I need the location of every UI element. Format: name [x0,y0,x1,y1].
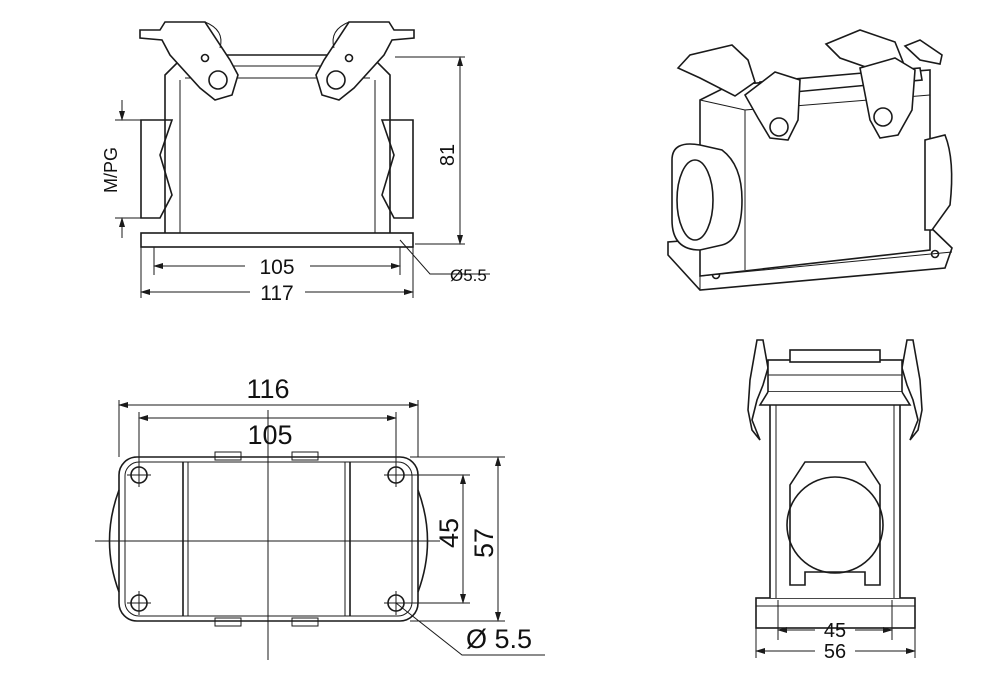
front-hole-label: Ø5.5 [450,266,487,285]
front-dim-height: 81 [437,144,459,166]
front-dim-inner-width: 105 [259,256,294,279]
top-view [95,400,545,660]
mount-hole [127,591,151,615]
side-dim-outer-width: 56 [824,641,846,663]
front-view [115,21,490,298]
top-dim-outer-width: 116 [246,374,289,404]
top-hole-label: Ø 5.5 [466,624,532,654]
side-view [747,339,923,658]
front-dim-outer-width: 117 [260,282,293,305]
side-dim-inner-width: 45 [824,620,846,642]
top-dim-outer-height: 57 [469,528,499,558]
front-thread-label: M/PG [101,147,121,193]
top-dim-inner-height: 45 [434,518,464,548]
isometric-view [667,29,953,291]
top-dim-inner-width: 105 [247,420,292,450]
